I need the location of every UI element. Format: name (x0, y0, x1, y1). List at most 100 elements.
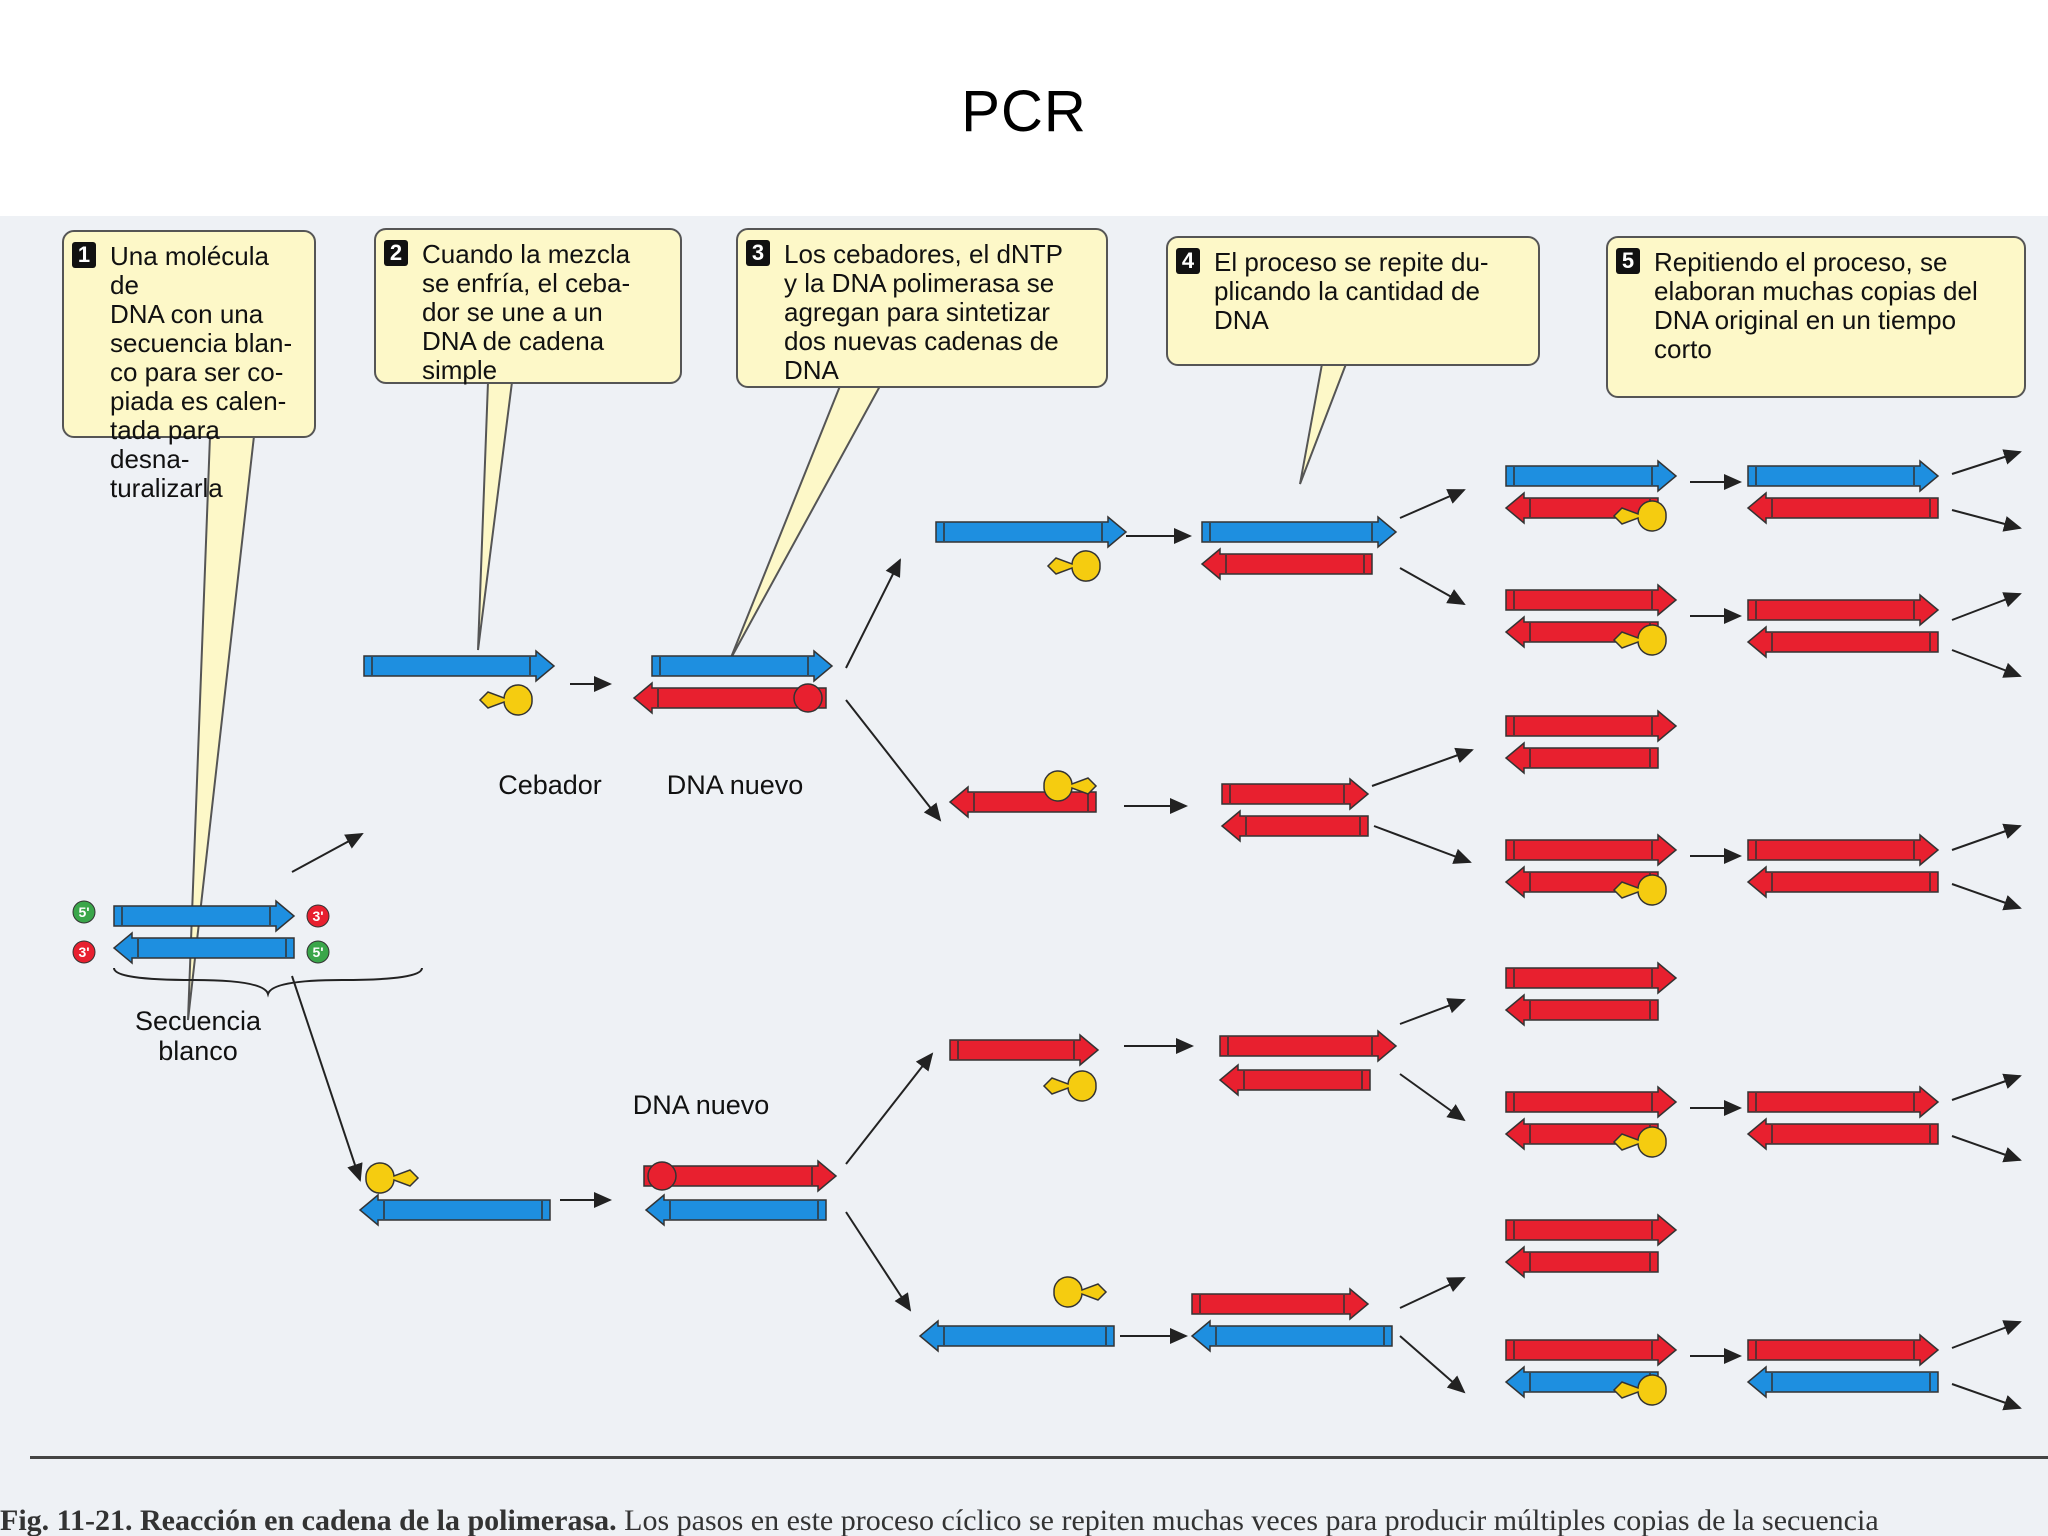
step5-row6-bottom (1504, 1245, 1659, 1279)
step-3-number: 3 (746, 240, 770, 266)
step4r-c-new (1219, 1029, 1398, 1063)
step-1-number: 1 (72, 242, 96, 268)
step4-c-new (949, 1033, 1100, 1067)
step6-row4-top (1747, 1333, 1940, 1367)
prime-5-top-left (72, 900, 96, 924)
figure-bottom-rule (30, 1456, 2048, 1459)
step5-row2-bottom (1504, 741, 1659, 775)
arrow-out-8 (1951, 1320, 2022, 1349)
step-2-text: Cuando la mezcla se enfría, el ceba- dor… (422, 239, 631, 385)
step4-c-primer (1042, 1070, 1097, 1102)
arrow-denature-down (291, 975, 363, 1182)
dna-strands (112, 459, 1940, 1406)
prime-3-bottom-left-label: 3' (78, 944, 89, 960)
step6-row3-top (1747, 1085, 1940, 1119)
caption-fig-number: Fig. 11-21. (0, 1504, 133, 1536)
arrow-fan-2 (1371, 747, 1474, 787)
step4-a-template (935, 515, 1128, 549)
caption-title: Reacción en cadena de la polimerasa. (140, 1504, 617, 1536)
prime-5-top-left-label: 5' (78, 904, 89, 920)
step-4-number: 4 (1176, 248, 1200, 274)
step-5-number: 5 (1616, 248, 1640, 274)
callout-step-3: 3 Los cebadores, el dNTP y la DNA polime… (736, 228, 1108, 388)
step4r-c-new2 (1218, 1063, 1371, 1097)
step3-bottom-primer-end (647, 1161, 677, 1191)
step3-top-new (632, 681, 827, 715)
arrow-out-9 (1951, 1383, 2022, 1411)
prime-3-top-right-label: 3' (312, 908, 323, 924)
callout-1-tail (187, 435, 256, 1021)
step2-top-primer (478, 684, 533, 716)
arrow-out-1 (1951, 509, 2022, 532)
prime-5-bottom-right-label: 5' (312, 944, 323, 960)
callout-step-2: 2 Cuando la mezcla se enfría, el ceba- d… (374, 228, 682, 385)
arrow-fan-6 (1399, 1277, 1466, 1309)
step3-bottom-new (643, 1159, 838, 1193)
original-bottom-strand (112, 931, 295, 965)
arrow-fan-3 (1373, 825, 1472, 864)
step5-row1-top (1505, 583, 1678, 617)
step4r-a-new (1200, 547, 1373, 581)
label-dna-nuevo-top: DNA nuevo (666, 770, 804, 800)
step6-row2-bottom (1746, 865, 1939, 899)
arrow-fan-1 (1399, 567, 1466, 605)
secuencia-bracket (113, 967, 423, 998)
step-4-text: El proceso se repite du- plicando la can… (1214, 247, 1489, 335)
step4r-b-new (1221, 777, 1370, 811)
arrow-fan-5 (1399, 1073, 1466, 1122)
step5-row6-top (1505, 1213, 1678, 1247)
prime-5-bottom-right (306, 940, 330, 964)
arrow-out-2 (1951, 592, 2022, 621)
step4r-d-new (1191, 1287, 1370, 1321)
step4r-a-template (1201, 515, 1398, 549)
arrow-out-6 (1951, 1073, 2022, 1101)
step5-row0-primer (1612, 500, 1667, 532)
step5-row0-top (1505, 459, 1678, 493)
arrow-fan-0 (1399, 489, 1466, 519)
arrow-out-4 (1951, 823, 2022, 851)
process-arrows (291, 449, 2022, 1411)
arrow-out-5 (1951, 883, 2022, 911)
step3-top-template (651, 649, 834, 683)
callout-step-5: 5 Repitiendo el proceso, se elaboran muc… (1606, 236, 2026, 398)
callout-4-tail (1299, 363, 1348, 485)
step6-row0-bottom (1746, 491, 1939, 525)
step6-row1-top (1747, 593, 1940, 627)
label-cebador: Cebador (498, 770, 602, 800)
arrow-out-0 (1951, 449, 2022, 475)
step6-row4-bottom (1746, 1365, 1939, 1399)
step2-bottom-primer (365, 1162, 420, 1194)
step6-row1-bottom (1746, 625, 1939, 659)
step-1-text: Una molécula de DNA con una secuencia bl… (110, 241, 293, 503)
slide-title: PCR (961, 79, 1087, 144)
arrow-step3-bottom-down-clip (845, 1211, 912, 1312)
original-top-strand (113, 899, 296, 933)
figure-area: Fig. 11-21. Reacción en cadena de la pol… (0, 216, 2048, 1536)
step5-row4-top (1505, 961, 1678, 995)
step5-row5-top (1505, 1085, 1678, 1119)
step4r-d-template (1190, 1319, 1393, 1353)
step5-row1-primer (1612, 624, 1667, 656)
step4-b-primer (1043, 770, 1098, 802)
arrow-step3-top-down (845, 699, 942, 822)
step4-d-template (918, 1319, 1115, 1353)
figure-caption: Fig. 11-21. Reacción en cadena de la pol… (0, 1504, 2048, 1536)
step3-top-primer-end (793, 683, 823, 713)
step6-row0-top (1747, 459, 1940, 493)
callout-3-tail (729, 385, 882, 661)
label-secuencia-blanco: Secuencia blanco (134, 1006, 262, 1066)
step5-row7-primer (1612, 1374, 1667, 1406)
step-3-text: Los cebadores, el dNTP y la DNA polimera… (784, 239, 1063, 385)
step5-row4-bottom (1504, 993, 1659, 1027)
step3-bottom-template (644, 1193, 827, 1227)
label-dna-nuevo-bottom: DNA nuevo (632, 1090, 770, 1120)
arrow-denature-up (291, 833, 364, 873)
prime-markers: 5' 3' 3' 5' (72, 900, 330, 964)
step5-row3-top (1505, 833, 1678, 867)
prime-3-bottom-left (72, 940, 96, 964)
callout-step-4: 4 El proceso se repite du- plicando la c… (1166, 236, 1540, 366)
callout-2-tail (477, 381, 514, 651)
caption-text: Los pasos en este proceso cíclico se rep… (616, 1504, 1879, 1536)
step5-row5-primer (1612, 1126, 1667, 1158)
